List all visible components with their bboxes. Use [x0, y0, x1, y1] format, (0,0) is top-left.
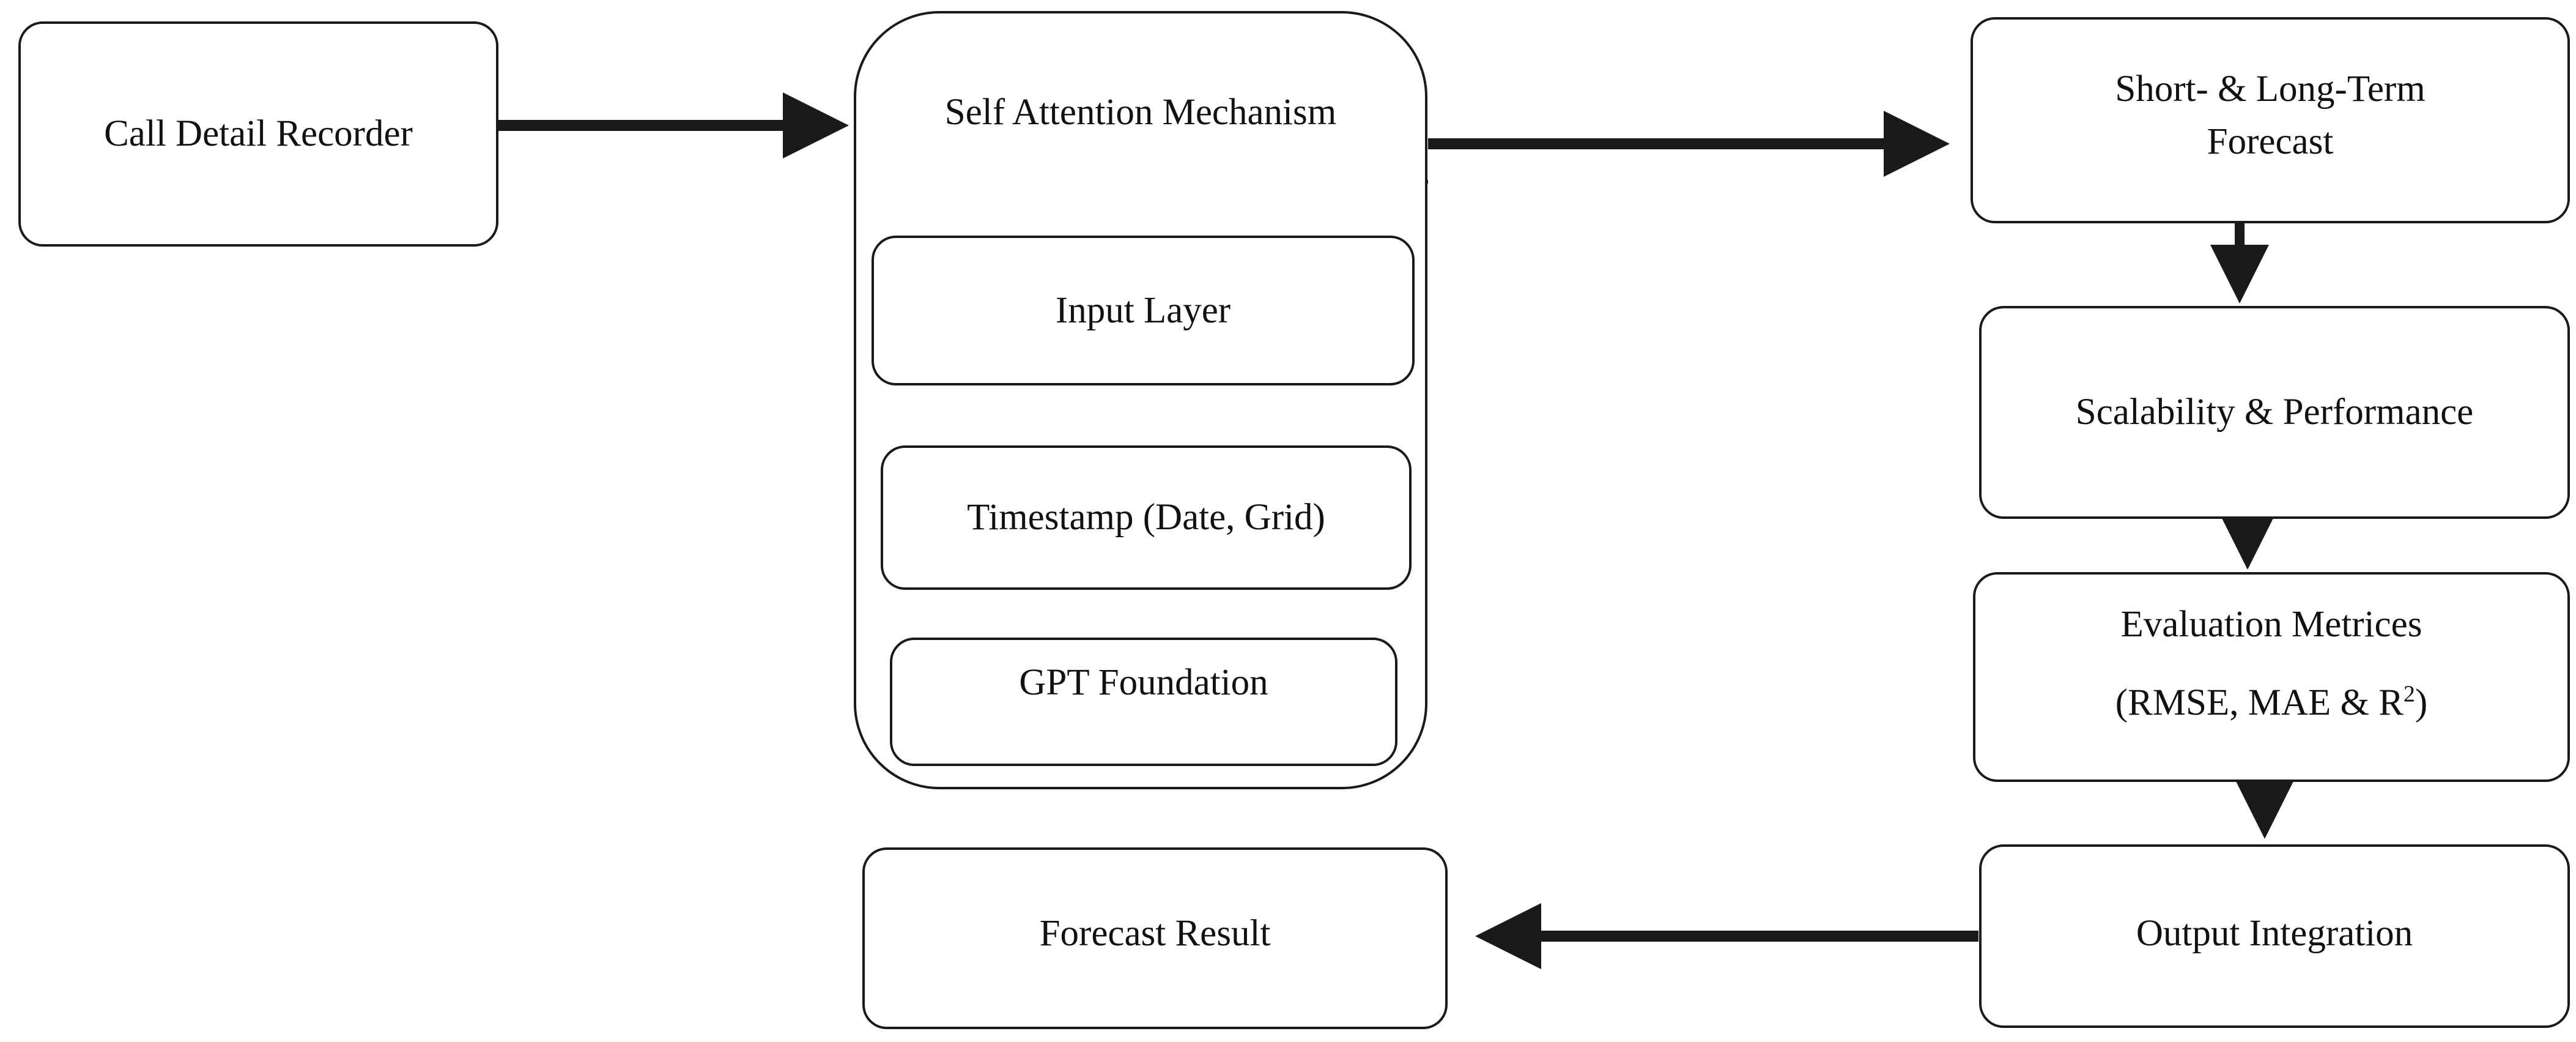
- gpt-foundation-node: GPT Foundation: [890, 638, 1397, 766]
- gpt-foundation-label: GPT Foundation: [1019, 662, 1268, 703]
- evaluation-metrices-node: Evaluation Metrices (RMSE, MAE & R2): [1973, 572, 2570, 782]
- output-integration-label: Output Integration: [2136, 913, 2413, 954]
- forecast-label-line1: Short- & Long-Term: [2115, 69, 2426, 110]
- scalability-performance-node: Scalability & Performance: [1979, 306, 2570, 519]
- output-integration-node: Output Integration: [1979, 844, 2570, 1028]
- evaluation-label-line2: (RMSE, MAE & R2): [1975, 677, 2567, 729]
- call-detail-recorder-label: Call Detail Recorder: [104, 113, 413, 154]
- forecast-label-line2: Forecast: [2207, 121, 2334, 162]
- short-long-term-forecast-node: Short- & Long-Term Forecast: [1971, 17, 2570, 223]
- self-attention-label: Self Attention Mechanism: [944, 92, 1337, 133]
- evaluation-label-superscript: 2: [2403, 681, 2415, 707]
- input-layer-node: Input Layer: [872, 236, 1415, 385]
- forecast-result-label: Forecast Result: [1039, 913, 1271, 954]
- timestamp-node: Timestamp (Date, Grid): [881, 445, 1412, 590]
- evaluation-label-line1: Evaluation Metrices: [2120, 604, 2422, 645]
- evaluation-label-prefix: (RMSE, MAE & R: [2115, 682, 2404, 723]
- call-detail-recorder-node: Call Detail Recorder: [18, 21, 498, 247]
- scalability-performance-label: Scalability & Performance: [2075, 392, 2474, 433]
- evaluation-label-suffix: ): [2415, 682, 2428, 723]
- timestamp-label: Timestamp (Date, Grid): [967, 497, 1325, 538]
- forecast-result-node: Forecast Result: [862, 847, 1448, 1029]
- input-layer-label: Input Layer: [1055, 289, 1231, 331]
